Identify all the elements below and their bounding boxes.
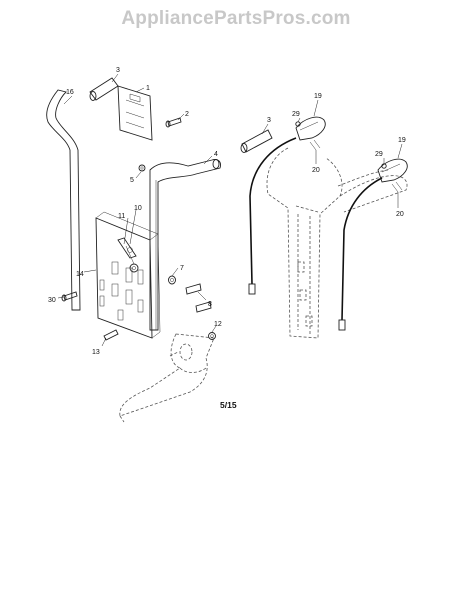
callout-20: 20 (312, 167, 320, 174)
callout-20-right: 20 (396, 211, 404, 218)
callout-1: 1 (146, 85, 150, 92)
leader-lines (57, 73, 403, 347)
callout-12: 12 (214, 321, 222, 328)
callout-29-right: 29 (375, 151, 383, 158)
screw-part-left (61, 291, 78, 302)
control-cable-part (248, 137, 383, 331)
handle-arm-part (149, 159, 221, 331)
callout-4: 4 (214, 151, 218, 158)
callout-14: 14 (76, 271, 84, 278)
screw-part (165, 117, 182, 128)
site-title: AppliancePartsPros.com (121, 8, 351, 29)
control-lever-part (295, 116, 408, 183)
callout-5: 5 (130, 177, 134, 184)
bracket-plate-part (117, 85, 153, 141)
nut-part-lower (208, 332, 216, 340)
callout-3: 3 (116, 67, 120, 74)
callout-labels: 16 3 1 2 4 5 10 11 14 7 30 8 12 13 3 19 … (48, 67, 406, 356)
callout-19-right: 19 (398, 137, 406, 144)
callout-8: 8 (208, 301, 212, 308)
nut-part (138, 164, 146, 172)
callout-2: 2 (185, 111, 189, 118)
callout-30: 30 (48, 297, 56, 304)
callout-7: 7 (180, 265, 184, 272)
callout-16: 16 (66, 89, 74, 96)
grip-tube-part (89, 77, 119, 101)
callout-10: 10 (134, 205, 142, 212)
page-number: 5/15 (220, 400, 237, 410)
washer-part (168, 275, 176, 285)
callout-29: 29 (292, 111, 300, 118)
lever-part (117, 237, 139, 273)
grip-tube-part-right (240, 129, 273, 153)
handle-frame-outline (266, 147, 408, 339)
callout-13: 13 (92, 349, 100, 356)
callout-3-right: 3 (267, 117, 271, 124)
spring-clip-part (295, 121, 403, 193)
screw-part-lower (103, 329, 119, 341)
callout-19: 19 (314, 93, 322, 100)
base-frame-outline (119, 333, 215, 423)
bolt-part (185, 283, 212, 313)
handle-tube-part (46, 89, 81, 311)
callout-11: 11 (118, 213, 125, 220)
